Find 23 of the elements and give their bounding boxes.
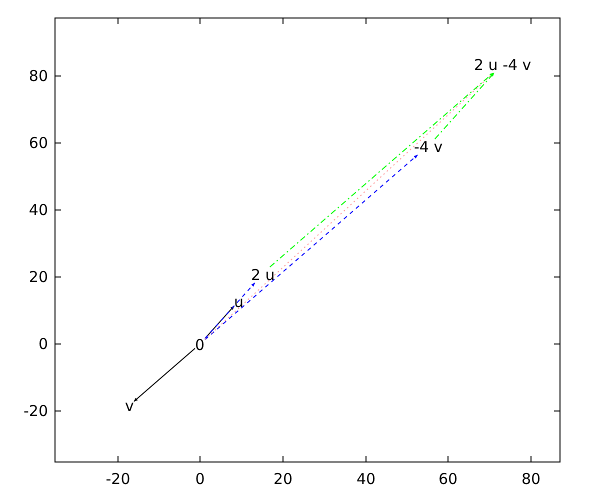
axis-tick-label: -20 — [106, 471, 130, 487]
vector-label: u — [234, 294, 244, 310]
vector-arrow — [434, 72, 495, 140]
axis-tick-label: 0 — [38, 336, 48, 352]
vector-arrow — [134, 348, 196, 402]
vector-arrow — [204, 282, 256, 339]
vector-arrow — [204, 154, 418, 340]
axis-tick-label: 40 — [28, 202, 48, 218]
axis-tick-label: 0 — [195, 471, 205, 487]
vector-label: 2 u -4 v — [474, 57, 532, 73]
axis-tick-label: 60 — [438, 471, 458, 487]
axis-tick-label: 20 — [28, 269, 48, 285]
axis-tick-label: 20 — [273, 471, 293, 487]
axis-tick-label: 40 — [356, 471, 376, 487]
vector-label: -4 v — [414, 139, 443, 155]
axis-tick-label: -20 — [24, 403, 48, 419]
vector-label: 0 — [195, 337, 205, 353]
vector-arrow — [269, 72, 494, 268]
axis-tick-label: 80 — [521, 471, 541, 487]
axis-tick-label: 60 — [28, 135, 48, 151]
axis-tick-label: 80 — [28, 68, 48, 84]
vector-label: 2 u — [251, 267, 275, 283]
vector-label: v — [125, 398, 134, 414]
